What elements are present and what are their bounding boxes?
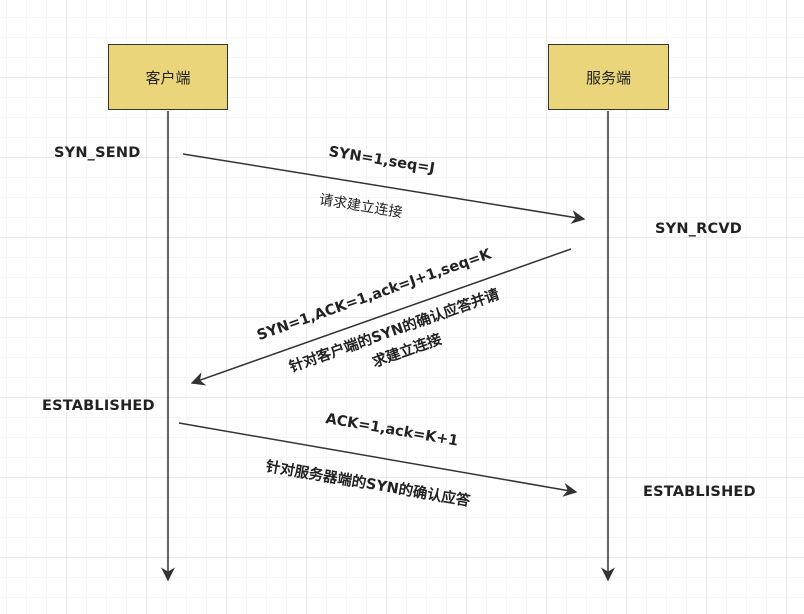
server-actor-box: 服务端 [548, 44, 669, 110]
syn-arrow [182, 153, 586, 224]
syn-rcvd-state: SYN_RCVD [655, 221, 742, 237]
server-actor-label: 服务端 [585, 68, 631, 87]
ack-arrow [178, 422, 578, 497]
syn-ack-arrow [190, 248, 572, 386]
client-established-state: ESTABLISHED [42, 398, 155, 414]
server-established-state: ESTABLISHED [643, 484, 756, 500]
client-actor-label: 客户端 [145, 68, 191, 87]
client-actor-box: 客户端 [108, 44, 228, 110]
syn-send-state: SYN_SEND [54, 145, 141, 161]
